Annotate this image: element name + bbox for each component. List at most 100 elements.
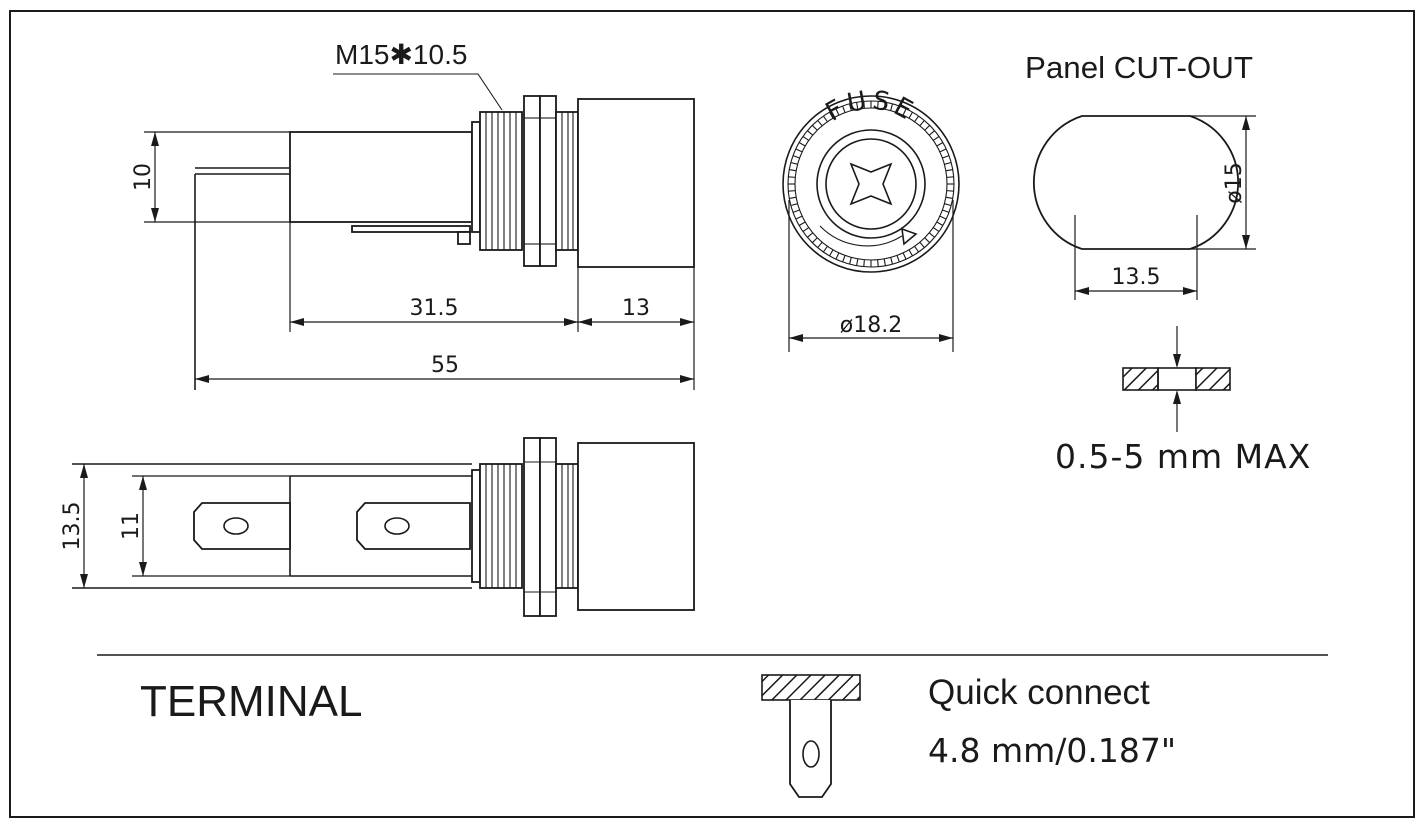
knurl-tick: [798, 142, 806, 147]
knurl-tick: [817, 120, 823, 127]
knurl-tick: [863, 259, 865, 267]
knurl-tick: [896, 255, 900, 263]
dim-31-5-label: 31.5: [410, 296, 459, 321]
knurl-tick: [939, 215, 947, 220]
knurl-tick: [807, 232, 814, 238]
knurl-tick: [811, 124, 818, 131]
knurl-tick: [883, 258, 886, 266]
knurl-tick: [932, 227, 940, 233]
rotation-arrow: [819, 225, 903, 247]
dim-diameter-15-label: ø15: [1222, 162, 1247, 203]
top-side-view: M15✱10.5 10 31.5 13 55: [131, 39, 695, 390]
knurl-tick: [946, 176, 954, 178]
knurl-tick: [790, 203, 798, 207]
knurl-tick: [919, 120, 925, 127]
knurl-tick: [802, 227, 810, 233]
thread-section: [479, 111, 523, 251]
drawing-frame: [9, 10, 1415, 818]
knurl-tick: [919, 241, 925, 248]
knurl-tick: [914, 115, 920, 123]
knurl-tick: [946, 190, 954, 192]
knurl-tick: [928, 232, 935, 238]
panel-cutout-view: Panel CUT-OUT ø15 13.5 0.5-5 mm MAX: [1025, 50, 1311, 476]
dim-55-label: 55: [431, 353, 459, 378]
dim-11-label: 11: [119, 512, 144, 540]
cap: [577, 98, 695, 268]
knurl-tick: [890, 257, 894, 265]
rear-body: [289, 131, 473, 223]
knurl-tick: [914, 245, 920, 253]
knurl-tick: [848, 103, 852, 111]
knurl-tick: [944, 161, 952, 165]
knurl-tick: [822, 115, 828, 123]
knurl-tick: [877, 101, 879, 109]
knurl-tick: [790, 161, 798, 165]
knurl-tick: [835, 252, 840, 260]
cutout-shape: [1032, 115, 1240, 250]
terminal-tab-2: [356, 502, 471, 550]
knurl-tick: [817, 241, 823, 248]
knurl-tick: [842, 105, 846, 113]
knurl-tick: [924, 237, 931, 244]
nut-2: [539, 95, 557, 267]
knurl-tick: [856, 102, 859, 110]
knurl-tick: [811, 237, 818, 244]
knurl-tick: [877, 259, 879, 267]
knurl-tick: [795, 148, 803, 153]
knurl-tick: [902, 252, 907, 260]
knurl-tick: [942, 155, 950, 159]
knurl-tick: [939, 148, 947, 153]
knurl-tick: [829, 111, 834, 119]
terminal-base-hatch: [761, 674, 861, 701]
dim-13-5-side-label: 13.5: [60, 502, 85, 551]
knurl-tick: [788, 190, 796, 192]
terminal-tab-1: [193, 502, 291, 550]
bottom-side-view: 13.5 11: [60, 437, 695, 617]
knurl-tick: [829, 249, 834, 257]
knurl-tick: [807, 130, 814, 136]
knurl-tick: [908, 111, 913, 119]
dim-13-label: 13: [622, 296, 650, 321]
knurl-tick: [932, 135, 940, 141]
knurl-tick: [795, 215, 803, 220]
knurl-tick: [863, 101, 865, 109]
knurl-tick: [928, 130, 935, 136]
thread-spec-label: M15✱10.5: [335, 39, 467, 70]
knurl-tick: [789, 169, 797, 172]
knurl-tick: [792, 155, 800, 159]
screwdriver-slot: [849, 162, 893, 206]
knurl-tick: [945, 196, 953, 199]
outer-ring: [782, 95, 960, 273]
knurl-tick: [789, 196, 797, 199]
dim-13-5-cutout-label: 13.5: [1112, 265, 1161, 290]
knurl-tick: [942, 209, 950, 213]
knurl-tick: [902, 108, 907, 116]
knurl-tick: [896, 105, 900, 113]
knurl-tick: [792, 209, 800, 213]
knurl-tick: [835, 108, 840, 116]
knurl-tick: [936, 221, 944, 226]
terminal-heading: TERMINAL: [140, 677, 362, 726]
knurl-tick: [908, 249, 913, 257]
knurl-tick: [883, 102, 886, 110]
dim-diameter-18-2-label: ø18.2: [840, 313, 902, 338]
knurl-tick: [890, 103, 894, 111]
nut-1: [523, 95, 541, 267]
knurl-tick: [788, 176, 796, 178]
knurl-tick: [848, 257, 852, 265]
terminal-size-label: 4.8 mm/0.187": [928, 731, 1176, 770]
knurl-tick: [936, 142, 944, 147]
knurl-tick: [944, 203, 952, 207]
knurl-tick: [822, 245, 828, 253]
fuse-cap-text: FUSE: [821, 85, 921, 127]
terminal-section: TERMINAL Quick connect 4.8 mm/0.187": [140, 673, 1176, 798]
panel-thickness-label: 0.5-5 mm MAX: [1055, 437, 1311, 476]
panel-cutout-title: Panel CUT-OUT: [1025, 50, 1253, 85]
knurl-tick: [802, 135, 810, 141]
knurl-tick: [924, 124, 931, 131]
quick-connect-tab: [789, 700, 832, 798]
knurl-tick: [856, 258, 859, 266]
front-view: FUSE ø18.2: [782, 85, 960, 352]
knurl-tick: [798, 221, 806, 226]
